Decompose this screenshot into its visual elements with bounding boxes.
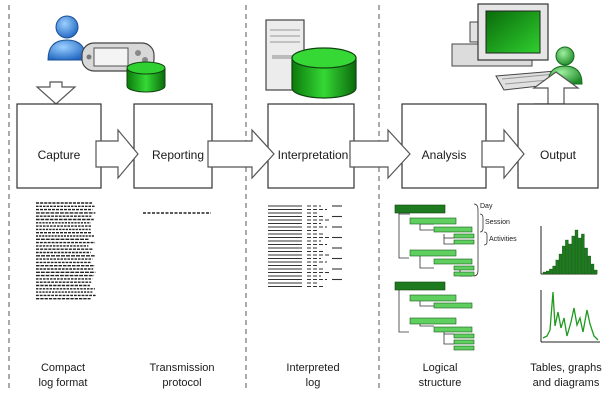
arrow-user-to-capture [35,81,77,105]
caption-logical-line1: Logical [423,362,458,374]
hist-bar [594,269,598,275]
hist-bar [584,247,588,275]
hist-bar [542,271,547,275]
output-box [517,103,599,189]
database-icon [291,47,357,99]
hist-bar [555,259,559,275]
database-icon [126,61,166,93]
logical-structure-tree [394,203,488,351]
compact-log-illustration [36,202,96,300]
hist-bar [587,255,591,275]
hist-bar [565,239,569,275]
hist-bar [590,263,595,275]
caption-tables-line1: Tables, graphs [530,362,602,374]
hist-bar [571,235,575,275]
hist-bar [568,243,572,275]
user-blue-icon [47,15,87,61]
analysis-label: Analysis [422,148,467,162]
reporting-box [133,103,213,189]
caption-transmission-line2: protocol [162,377,201,389]
interpretation-box [267,103,355,189]
caption-interpreted-line2: log [306,377,321,389]
tree-label-day: Day [480,203,493,210]
computer-workstation-icon [451,3,577,91]
caption-logical-line2: structure [419,377,462,389]
caption-transmission-line1: Transmission [150,362,215,374]
arrow-capture-to-reporting [95,128,139,180]
line-graph-illustration [540,290,600,343]
hist-bar [546,270,550,275]
hist-bar [562,245,566,275]
arrow-reporting-to-interpretation [207,128,275,180]
caption-compact-line1: Compact [41,362,85,374]
hist-bar [558,253,563,275]
hist-bar [578,237,582,275]
tree-label-session: Session [485,219,510,226]
reporting-label: Reporting [152,148,204,162]
hist-bar [549,268,553,275]
arrow-interpretation-to-analysis [349,128,411,180]
output-label: Output [540,148,577,162]
hist-bar [574,229,579,275]
interpreted-log-illustration [268,205,342,288]
caption-compact-line2: log format [39,377,88,389]
capture-box [16,103,102,189]
capture-label: Capture [38,148,81,162]
tree-label-activities: Activities [489,236,517,243]
hist-bar [552,265,556,275]
caption-interpreted-line1: Interpreted [286,362,339,374]
histogram-illustration [540,226,598,275]
arrow-output-to-user [532,71,580,105]
arrow-analysis-to-output [481,128,525,180]
hist-bar [581,233,585,275]
caption-tables-line2: and diagrams [533,377,600,389]
analysis-box [401,103,487,189]
interpretation-label: Interpretation [278,148,349,162]
